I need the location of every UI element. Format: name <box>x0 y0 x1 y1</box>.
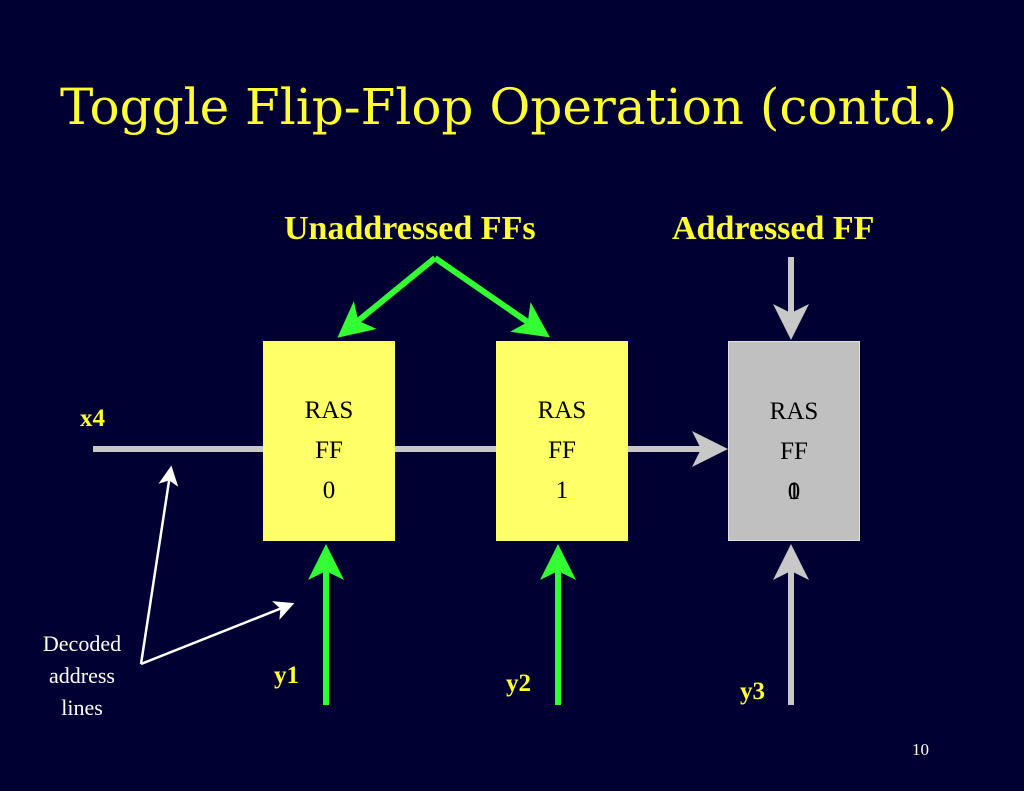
ff-2-line2: FF <box>780 438 808 465</box>
ff-1-line2: FF <box>548 437 576 464</box>
ff-2-state-overlap: 1 0 <box>729 472 859 512</box>
flip-flop-1: RAS FF 1 <box>496 341 628 541</box>
ff-0-line2: FF <box>315 437 343 464</box>
y3-label: y3 <box>740 678 765 705</box>
unaddressed-arrow-right <box>433 255 550 338</box>
slide-title: Toggle Flip-Flop Operation (contd.) <box>60 78 958 136</box>
ff-0-line1: RAS <box>304 397 354 424</box>
flip-flop-addressed: RAS FF 1 0 <box>728 341 860 541</box>
decoded-arrow-up <box>139 465 179 665</box>
flip-flop-0: RAS FF 0 <box>263 341 395 541</box>
decoded-line-3: lines <box>61 695 103 720</box>
decoded-arrow-right <box>140 601 295 666</box>
decoded-address-label: Decoded address lines <box>22 628 142 724</box>
ff-2-state-b: 0 <box>787 478 801 505</box>
ff-1-state: 1 <box>555 477 569 504</box>
page-number: 10 <box>912 740 929 759</box>
ff-0-state: 0 <box>322 477 336 504</box>
ff-2-line1: RAS <box>769 398 819 425</box>
y1-label: y1 <box>274 662 299 689</box>
unaddressed-arrow-left <box>337 255 437 338</box>
decoded-line-2: address <box>49 663 115 688</box>
ff-2-state-a: 1 <box>787 478 801 505</box>
x4-label: x4 <box>80 405 105 432</box>
addressed-label: Addressed FF <box>672 210 875 247</box>
decoded-line-1: Decoded <box>42 631 122 656</box>
ff-1-line1: RAS <box>537 397 587 424</box>
unaddressed-label: Unaddressed FFs <box>284 210 536 247</box>
y2-label: y2 <box>506 670 531 697</box>
